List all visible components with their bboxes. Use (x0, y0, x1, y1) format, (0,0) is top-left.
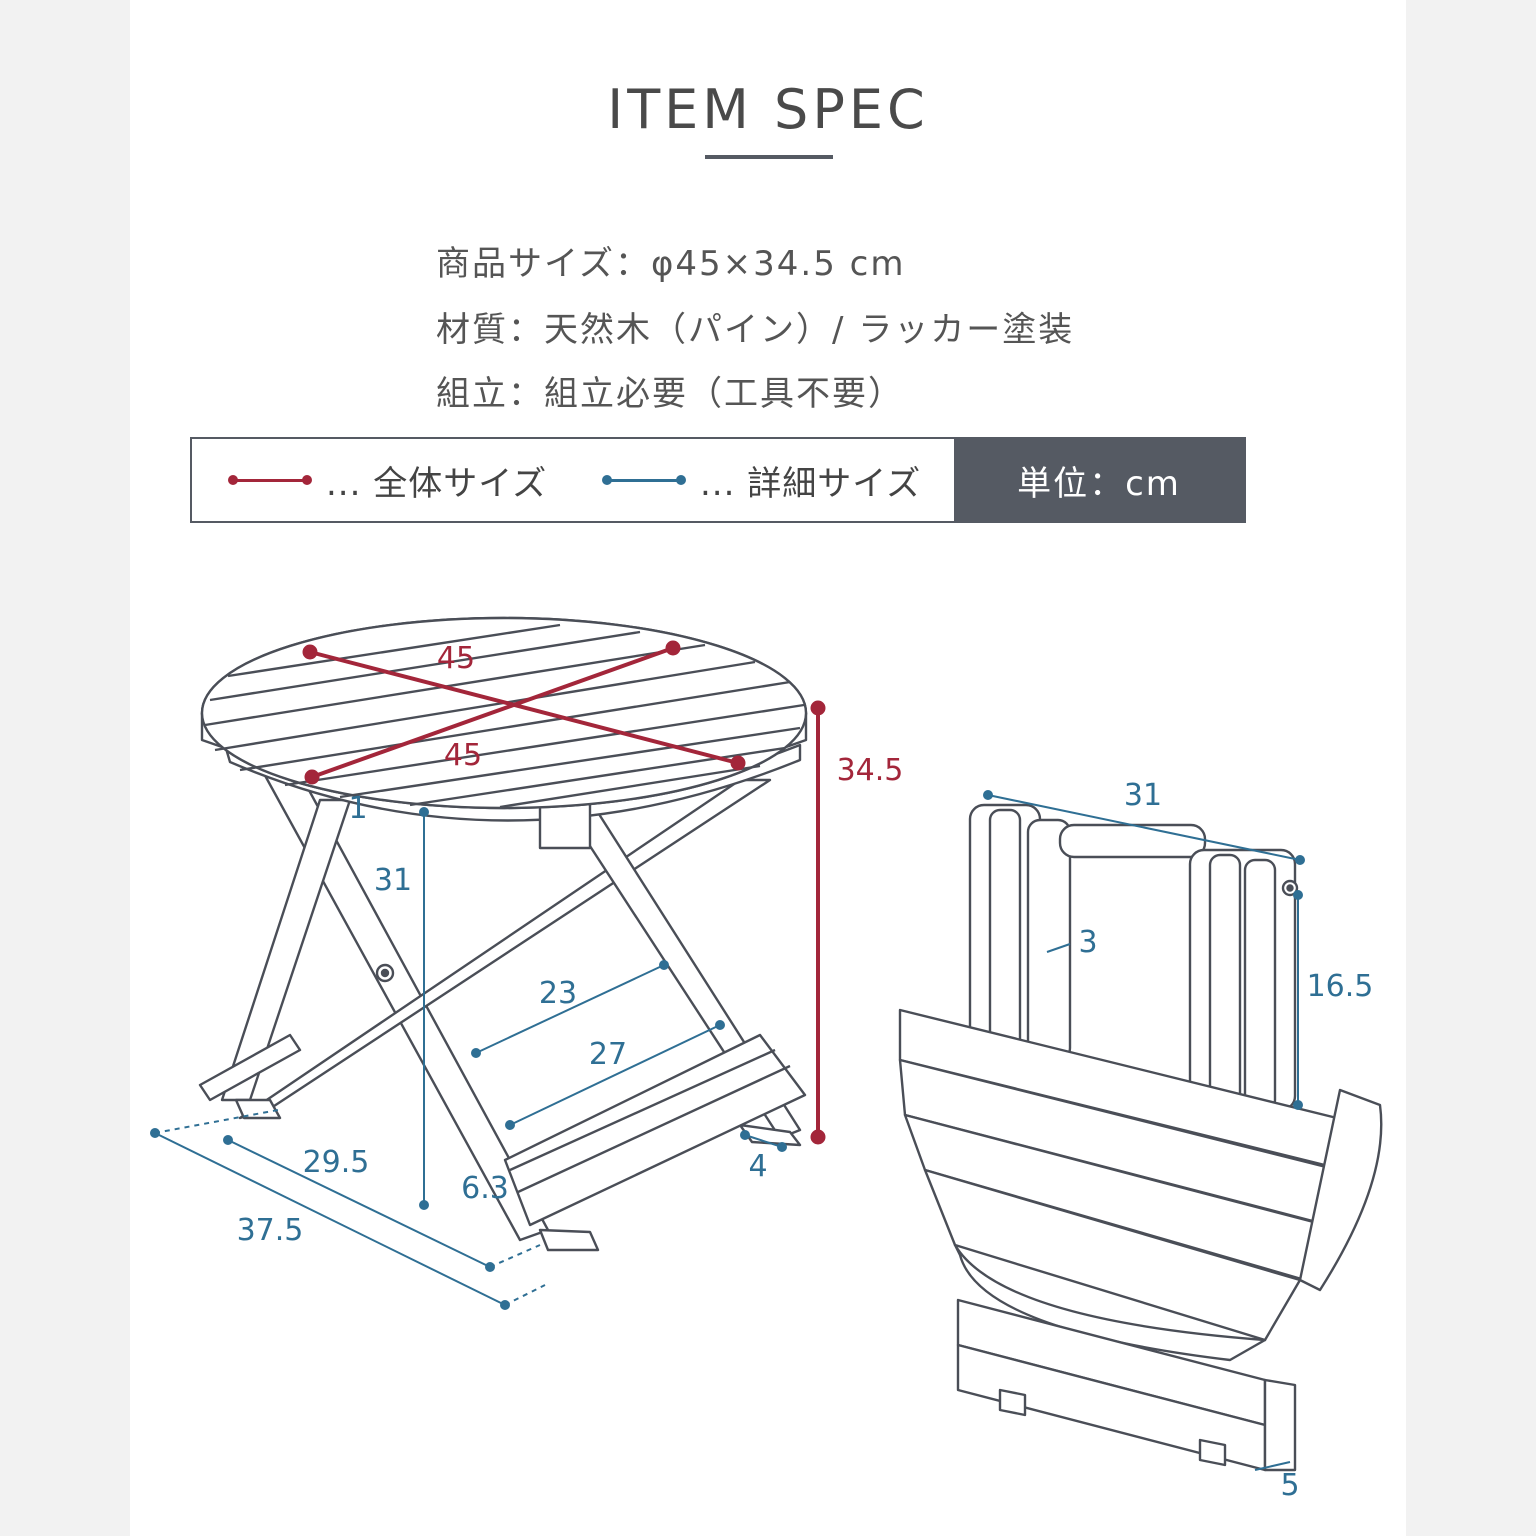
spec-size: 商品サイズ：φ45×34.5 cm (436, 244, 906, 284)
foot-line (744, 1134, 783, 1148)
depth-inner-line (227, 1139, 491, 1268)
depth-guide-front-outer (504, 1284, 546, 1306)
diameter-line-a (309, 650, 739, 765)
folded-width-end-dot (1295, 855, 1305, 865)
folded-table-illustration (898, 803, 1383, 1472)
dim-diameter-b: 45 (444, 738, 482, 773)
legend-detail-label: ... 詳細サイズ (700, 463, 922, 504)
diameter-b-start-dot (304, 769, 320, 785)
folded-leg-start-dot (1293, 890, 1303, 900)
unit-label: 単位：cm (954, 439, 1244, 521)
diameter-b-end-dot (665, 640, 681, 656)
legend-overall: ... 全体サイズ (228, 439, 547, 521)
foot-end-dot (777, 1142, 787, 1152)
height-start-dot (810, 700, 826, 716)
rail-inner-end-dot (659, 960, 669, 970)
dim-diameter-a: 45 (437, 641, 475, 676)
spec-assembly: 組立：組立必要（工具不要） (436, 374, 904, 414)
leg-height-end-dot (419, 1200, 429, 1210)
legend-overall-label: ... 全体サイズ (326, 463, 548, 504)
dim-leg-height: 31 (374, 863, 412, 898)
dim-rail-inner: 23 (539, 976, 577, 1011)
depth-inner-start-dot (223, 1135, 233, 1145)
dim-folded-leg: 16.5 (1307, 969, 1374, 1004)
rail-inner-line (475, 964, 665, 1054)
diameter-a-start-dot (302, 644, 318, 660)
detail-line-icon (602, 474, 686, 486)
height-end-dot (810, 1129, 826, 1145)
dim-foot-rail: 6.3 (461, 1171, 509, 1206)
dim-rim: 1 (348, 791, 367, 826)
folded-width-start-dot (983, 790, 993, 800)
rail-outer-start-dot (505, 1120, 515, 1130)
foot-start-dot (740, 1130, 750, 1140)
dim-folded-foot: 5 (1280, 1468, 1299, 1503)
dim-height: 34.5 (837, 753, 904, 788)
detail-dimensions (150, 790, 1305, 1471)
dim-depth-inner: 29.5 (303, 1145, 370, 1180)
open-table-illustration (198, 616, 808, 1252)
legend-bar: ... 全体サイズ ... 詳細サイズ 単位：cm (190, 437, 1246, 523)
depth-guide-back (154, 1109, 279, 1134)
rail-outer-end-dot (715, 1020, 725, 1030)
diameter-a-end-dot (730, 755, 746, 771)
dim-folded-thickness: 3 (1078, 925, 1097, 960)
folded-leg-end-dot (1293, 1100, 1303, 1110)
diameter-line-b (311, 646, 674, 779)
overall-dimensions (302, 640, 826, 1145)
folded-width-line (987, 794, 1301, 861)
depth-outer-line (154, 1132, 506, 1306)
dim-rail-outer: 27 (589, 1037, 627, 1072)
page-title: ITEM SPEC (607, 78, 929, 141)
spec-material: 材質：天然木（パイン）/ ラッカー塗装 (436, 310, 1075, 350)
title-underline (705, 155, 833, 159)
rail-inner-start-dot (471, 1048, 481, 1058)
folded-thickness-line (1046, 943, 1071, 953)
dim-foot: 4 (748, 1149, 767, 1184)
rail-outer-line (509, 1024, 721, 1126)
dim-folded-width: 31 (1124, 778, 1162, 813)
legend-detail: ... 詳細サイズ (602, 439, 921, 521)
folded-foot-line (1254, 1461, 1291, 1471)
overall-line-icon (228, 474, 312, 486)
leg-height-start-dot (419, 807, 429, 817)
dim-depth-outer: 37.5 (237, 1213, 304, 1248)
depth-guide-front (489, 1244, 541, 1268)
